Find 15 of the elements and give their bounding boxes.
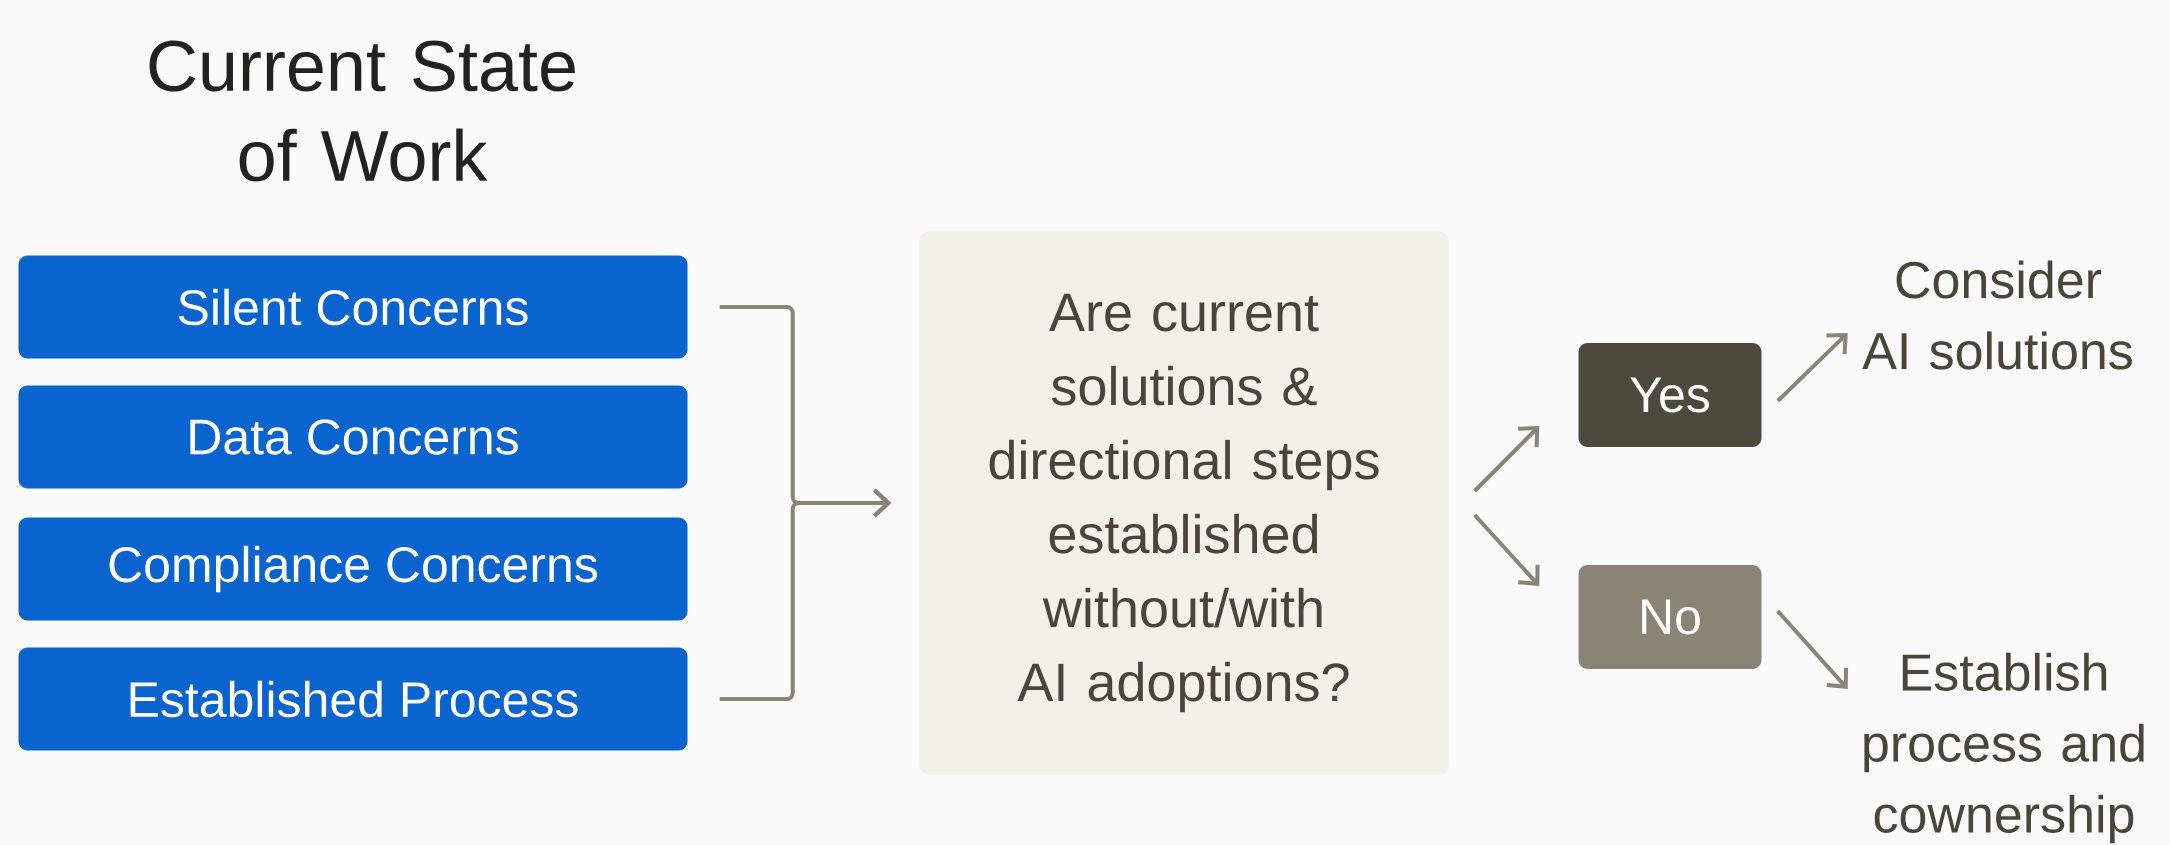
- answer-box: No: [1578, 565, 1762, 669]
- concern-box: Established Process: [18, 647, 688, 751]
- arrow: [1776, 609, 1849, 689]
- arrow: [1473, 513, 1540, 586]
- outcome-text: Consider AI solutions: [1862, 260, 2132, 370]
- concern-box: Compliance Concerns: [18, 517, 688, 621]
- answer-box: Yes: [1578, 343, 1762, 447]
- bracket-arrow: [719, 488, 892, 701]
- arrow: [1473, 426, 1540, 493]
- concern-box: Silent Concerns: [18, 255, 688, 359]
- arrow: [1776, 333, 1848, 403]
- question-box: Are current solutions & directional steps established without/with AI adoptions?: [919, 231, 1449, 775]
- concern-box: Data Concerns: [18, 385, 688, 489]
- title: Current State of Work: [149, 40, 575, 182]
- outcome-text: Establish process and cownership: [1864, 652, 2144, 844]
